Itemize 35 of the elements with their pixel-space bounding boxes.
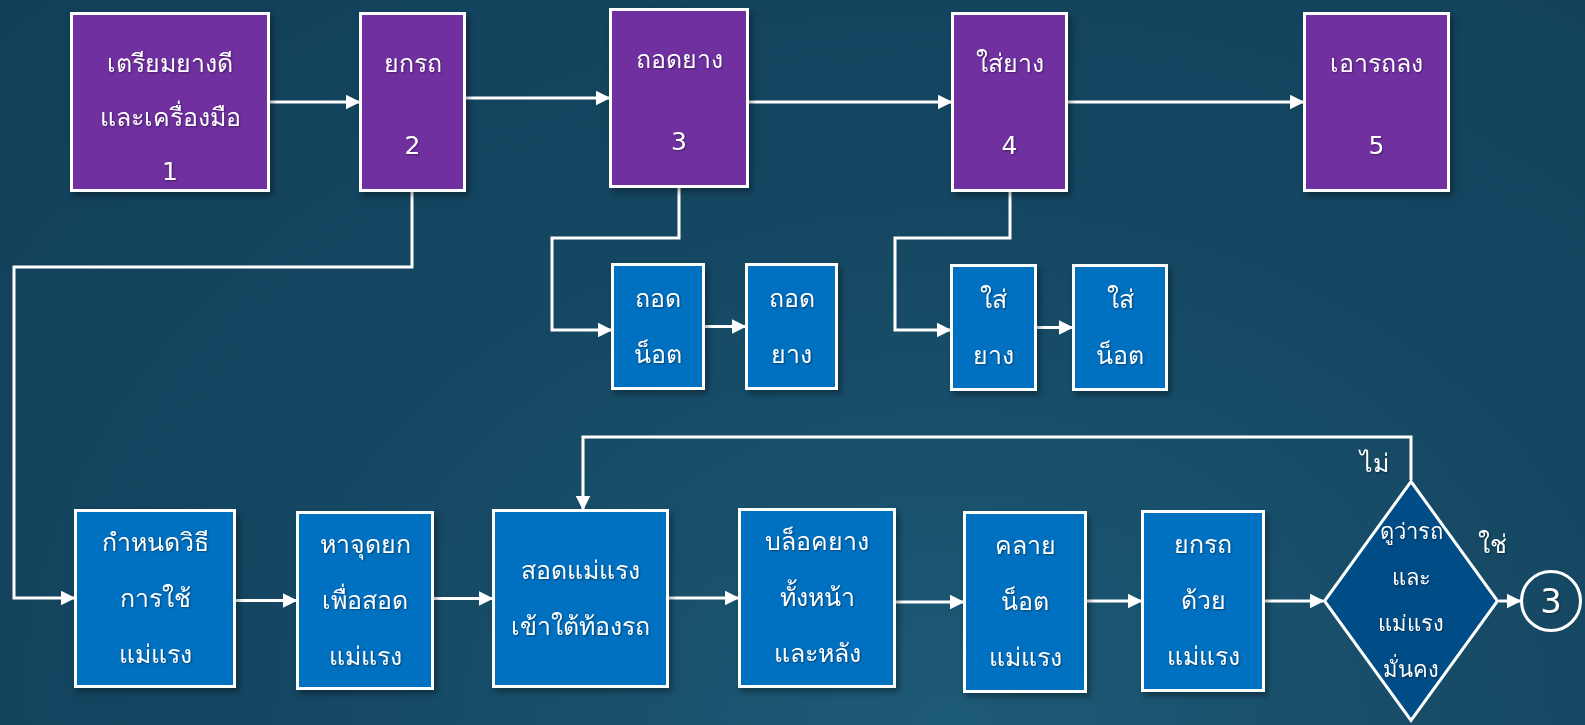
process-box: ถอดน็อต bbox=[611, 263, 705, 390]
process-box: เตรียมยางดีและเครื่องมือ 1 bbox=[70, 12, 270, 192]
arrow bbox=[1037, 320, 1074, 335]
process-box: ใส่ยาง bbox=[950, 264, 1037, 391]
arrow bbox=[1087, 593, 1143, 609]
arrow bbox=[434, 591, 494, 606]
process-box: เอารถลง 5 bbox=[1303, 12, 1450, 192]
process-box: ยกรถ 2 bbox=[359, 12, 466, 192]
arrow bbox=[896, 594, 965, 610]
arrow bbox=[236, 593, 298, 608]
arrow bbox=[749, 94, 953, 110]
edge-label: ไม่ bbox=[1360, 448, 1389, 480]
connector-circle: 3 bbox=[1520, 570, 1582, 632]
process-box: ถอดยาง bbox=[745, 263, 838, 390]
process-box: บล็อคยางทั้งหน้าและหลัง bbox=[738, 508, 896, 688]
process-box: ถอดยาง 3 bbox=[609, 8, 749, 188]
arrow bbox=[705, 319, 747, 334]
process-box: คลายน็อตแม่แรง bbox=[963, 511, 1087, 693]
arrow bbox=[669, 590, 740, 606]
arrow bbox=[575, 435, 1413, 511]
arrow bbox=[1499, 593, 1522, 609]
arrow bbox=[12, 192, 414, 606]
process-box: สอดแม่แรงเข้าใต้ท้องรถ bbox=[492, 509, 669, 688]
process-box: ใส่ยาง 4 bbox=[951, 12, 1068, 192]
arrow bbox=[270, 94, 361, 110]
edge-label: ใช่ bbox=[1478, 529, 1507, 561]
process-box: ใส่น็อต bbox=[1072, 264, 1168, 391]
process-box: กำหนดวิธีการใช้แม่แรง bbox=[74, 509, 236, 688]
arrow bbox=[550, 188, 681, 338]
arrow bbox=[893, 192, 1012, 338]
arrow bbox=[1265, 593, 1325, 609]
arrow bbox=[466, 90, 611, 106]
process-box: หาจุดยกเพื่อสอดแม่แรง bbox=[296, 511, 434, 690]
arrow bbox=[1068, 94, 1305, 110]
process-box: ยกรถด้วยแม่แรง bbox=[1141, 510, 1265, 692]
